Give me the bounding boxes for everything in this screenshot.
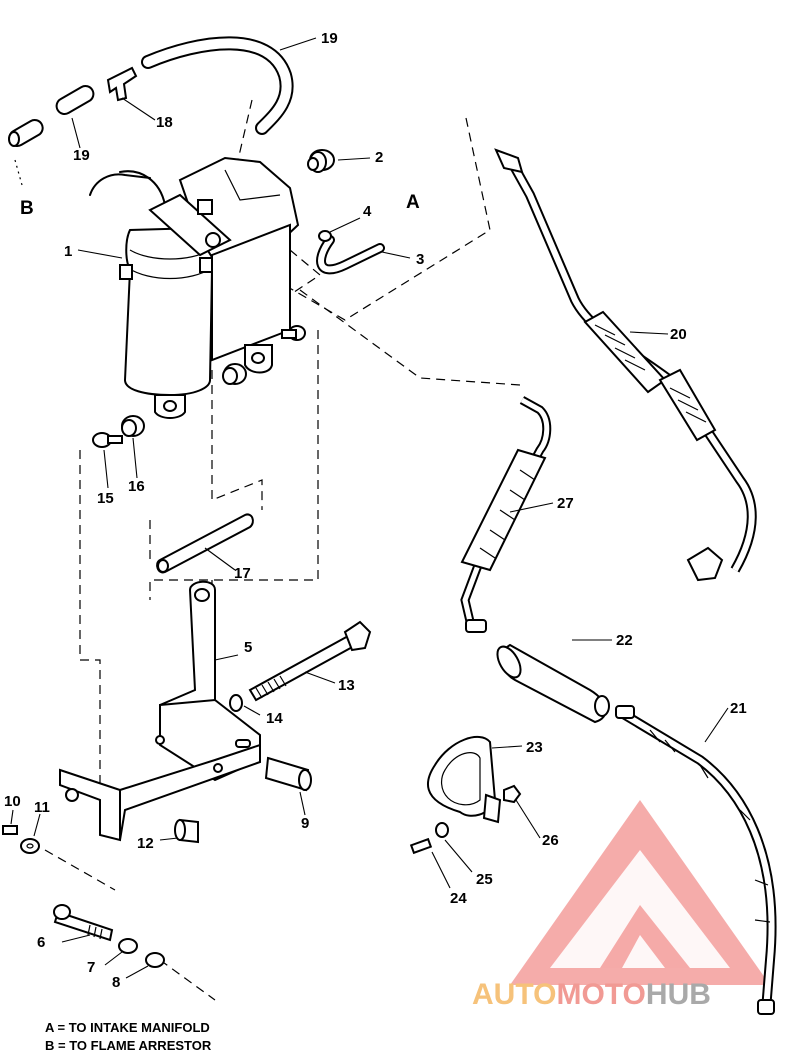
part-9-spacer (264, 756, 312, 792)
callout-6: 6 (37, 934, 45, 951)
connection-letter-a: A (406, 192, 420, 213)
callout-5: 5 (244, 639, 252, 656)
callout-13: 13 (338, 677, 355, 694)
part-5-bracket (59, 580, 261, 842)
callout-18: 18 (156, 114, 173, 131)
callout-26: 26 (542, 832, 559, 849)
part-18-tee-fitting (106, 66, 138, 102)
callout-9: 9 (301, 815, 309, 832)
part-16-grommet (121, 415, 145, 437)
part-2-grommet (307, 149, 335, 173)
callout-16: 16 (128, 478, 145, 495)
part-24-screw (409, 837, 433, 855)
part-25-washer (435, 822, 449, 838)
part-15-screw (92, 432, 123, 448)
callout-24: 24 (450, 890, 467, 907)
callout-20: 20 (670, 326, 687, 343)
legend-line-a: A = TO INTAKE MANIFOLD (45, 1020, 210, 1035)
watermark-part-hub: HUB (646, 978, 711, 1011)
callout-19-lower: 19 (73, 147, 90, 164)
callout-17: 17 (234, 565, 251, 582)
watermark-part-moto: MOTO (556, 978, 645, 1011)
part-17-spacer-tube (156, 513, 254, 574)
callout-15: 15 (97, 490, 114, 507)
watermark-logo (510, 800, 770, 985)
callout-4: 4 (363, 203, 372, 220)
callout-11: 11 (34, 799, 50, 816)
watermark-wordmark: AUTOMOTOHUB (472, 978, 711, 1011)
part-14-washer (229, 694, 243, 712)
part-4-clamp (318, 230, 332, 242)
legend: A = TO INTAKE MANIFOLD B = TO FLAME ARRE… (45, 1020, 212, 1053)
part-7-washer (118, 938, 138, 954)
connection-letter-b: B (20, 198, 34, 219)
callout-10: 10 (4, 793, 21, 810)
part-20-fuel-line (494, 148, 757, 582)
part-10-screw (2, 825, 18, 835)
mount-stud (281, 325, 306, 341)
legend-line-b: B = TO FLAME ARRESTOR (45, 1038, 212, 1053)
callout-labels: 1 2 3 4 5 6 7 8 9 10 11 12 13 14 15 16 1… (4, 30, 747, 991)
callout-2: 2 (375, 149, 383, 166)
part-21-fuel-hose (615, 705, 777, 1015)
callout-19-upper: 19 (321, 30, 338, 47)
part-13-bolt (248, 620, 372, 702)
part-3-hose (316, 235, 385, 275)
part-8-washer (145, 952, 165, 968)
part-19-vent-hose (8, 36, 294, 147)
callout-27: 27 (557, 495, 574, 512)
part-1-fuel-canister-assembly (89, 156, 300, 419)
callout-14: 14 (266, 710, 283, 727)
watermark-part-auto: AUTO (472, 978, 556, 1011)
lower-grommet (222, 363, 247, 385)
callout-12: 12 (137, 835, 154, 852)
part-22-fuel-filter (496, 643, 610, 724)
part-12-spacer (174, 818, 199, 844)
callout-22: 22 (616, 632, 633, 649)
part-27-fuel-hose (460, 396, 552, 633)
callout-1: 1 (64, 243, 72, 260)
callout-8: 8 (112, 974, 120, 991)
part-23-filter-strap (427, 736, 502, 824)
callout-21: 21 (730, 700, 747, 717)
callout-3: 3 (416, 251, 424, 268)
callout-23: 23 (526, 739, 543, 756)
leader-lines (10, 37, 729, 979)
callout-25: 25 (476, 871, 493, 888)
part-6-bolt (53, 904, 114, 942)
part-11-washer (20, 838, 40, 854)
callout-7: 7 (87, 959, 95, 976)
part-26-nut (503, 784, 522, 804)
